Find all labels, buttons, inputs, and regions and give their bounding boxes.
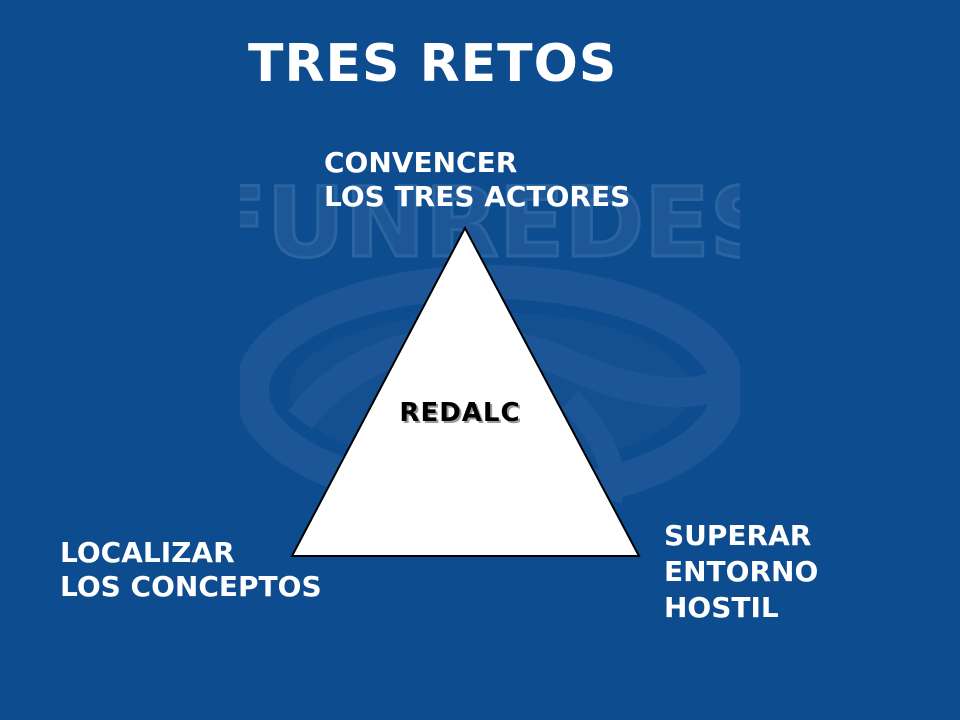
triangle-center-label: REDALC: [399, 398, 521, 428]
top-vertex-label: CONVENCER LOS TRES ACTORES: [324, 146, 630, 214]
left-label-line-2: LOS CONCEPTOS: [60, 570, 322, 603]
left-vertex-label: LOCALIZAR LOS CONCEPTOS: [60, 536, 322, 604]
top-label-line-1: CONVENCER: [324, 146, 518, 179]
right-label-line-1: SUPERAR: [664, 519, 812, 552]
top-label-line-2: LOS TRES ACTORES: [324, 180, 631, 213]
right-label-line-2: ENTORNO: [664, 555, 819, 588]
right-label-line-3: HOSTIL: [664, 591, 779, 624]
slide-title: TRES RETOS: [248, 34, 618, 94]
left-label-line-1: LOCALIZAR: [60, 536, 235, 569]
watermark-text: FUNREDES: [240, 170, 740, 279]
right-vertex-label: SUPERAR ENTORNO HOSTIL: [664, 518, 818, 626]
